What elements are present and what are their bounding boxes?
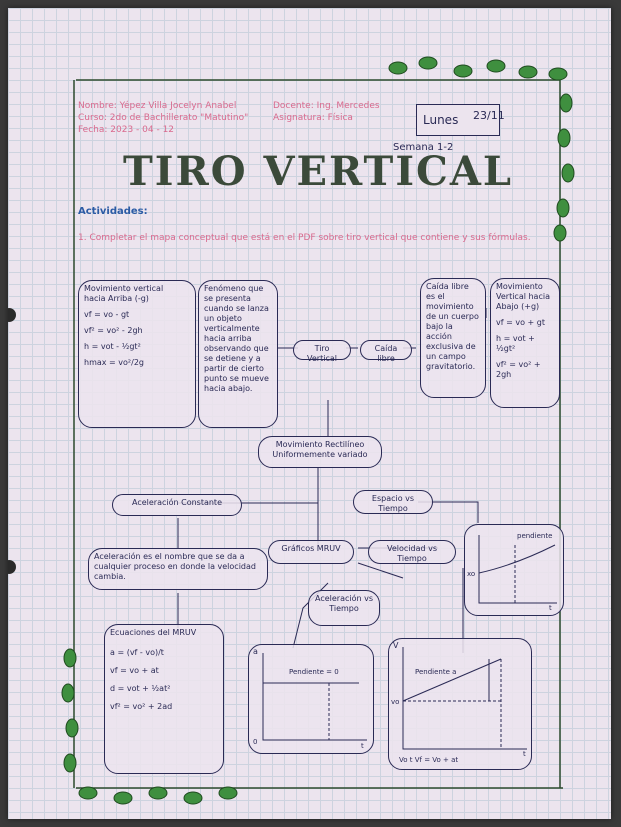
graph-acceleration-time: a Pendiente = 0 0 t <box>248 644 374 754</box>
vel-y-label: V <box>393 641 399 650</box>
vel-vo-label: vo <box>391 698 400 706</box>
course: Curso: 2do de Bachillerato "Matutino" <box>78 113 249 123</box>
acc-origin: 0 <box>253 738 258 746</box>
graph-velocity-time: V Pendiente a vo Vo t Vf = Vo + at t <box>388 638 532 770</box>
acc-t-label: t <box>361 742 364 750</box>
page-title: TIRO VERTICAL <box>123 148 514 195</box>
node-constant-acceleration: Aceleración Constante <box>112 494 242 516</box>
acc-y-label: a <box>253 647 258 656</box>
graph-position-time: pendiente xo t <box>464 524 564 616</box>
velocity-time-plot <box>402 647 527 750</box>
vel-formula: Vo t Vf = Vo + at <box>399 756 459 764</box>
pos-y-label: xo <box>467 570 476 578</box>
node-free-fall-definition: Caída libre es el movimiento de un cuerp… <box>420 278 486 398</box>
node-mruv: Movimiento Rectilíneo Uniformemente vari… <box>258 436 382 468</box>
leaf-border <box>61 56 575 805</box>
acc-line-label: Pendiente = 0 <box>289 668 339 676</box>
day-number: 23/11 <box>473 109 505 122</box>
teacher: Docente: Ing. Mercedes <box>273 101 380 111</box>
position-time-plot <box>478 535 557 604</box>
vel-slope-label: Pendiente a <box>415 668 457 676</box>
student-name: Nombre: Yépez Villa Jocelyn Anabel <box>78 101 237 111</box>
weekday: Lunes <box>423 113 459 127</box>
node-mruv-graphs: Gráficos MRUV <box>268 540 354 564</box>
node-position-time: Espacio vs Tiempo <box>353 490 433 514</box>
date: Fecha: 2023 - 04 - 12 <box>78 125 175 135</box>
acceleration-time-plot <box>262 653 367 741</box>
notebook-page: Nombre: Yépez Villa Jocelyn Anabel Curso… <box>8 8 611 819</box>
date-box: Lunes 23/11 <box>416 104 505 136</box>
node-caida-libre: Caída libre <box>360 340 412 363</box>
binder-hole <box>8 308 16 322</box>
node-mruv-equations: Ecuaciones del MRUV a = (vf - vo)/t vf =… <box>104 624 224 774</box>
week-label: Semana 1-2 <box>393 142 454 153</box>
activities-heading: Actividades: <box>78 206 148 217</box>
pos-t-label: t <box>549 604 552 612</box>
vel-t-label: t <box>523 750 526 758</box>
subject: Asignatura: Física <box>273 113 353 123</box>
node-velocity-time: Velocidad vs Tiempo <box>368 540 456 564</box>
pos-curve-label: pendiente <box>517 532 553 540</box>
node-acceleration-time: Aceleración vs Tiempo <box>308 590 380 626</box>
instruction: 1. Completar el mapa conceptual que está… <box>78 233 531 243</box>
node-acceleration-definition: Aceleración es el nombre que se da a cua… <box>88 548 268 590</box>
node-tiro-vertical: Tiro Vertical <box>293 340 351 363</box>
node-definition: Fenómeno que se presenta cuando se lanza… <box>198 280 278 428</box>
binder-hole <box>8 560 16 574</box>
